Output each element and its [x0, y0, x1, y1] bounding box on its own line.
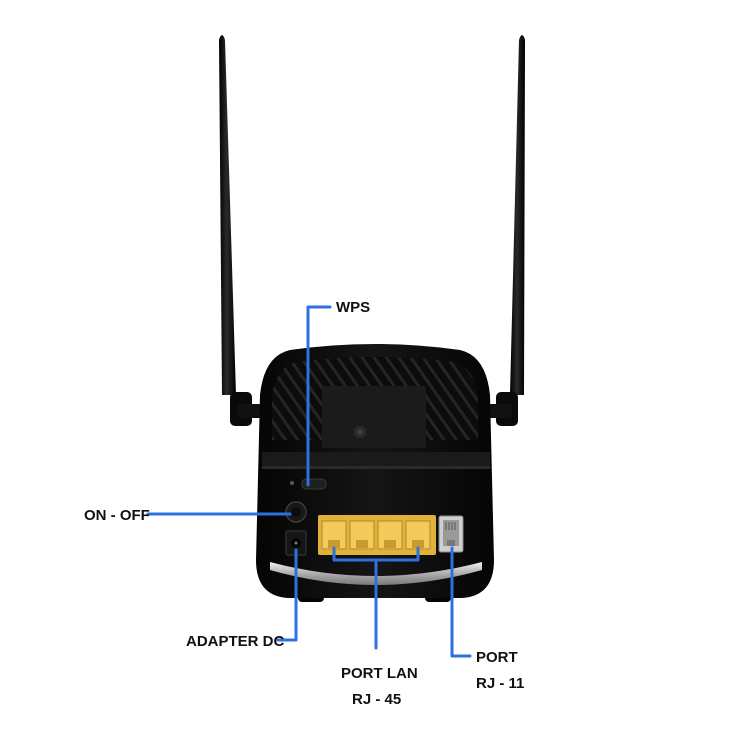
adapter-dc-label: ADAPTER DC [186, 633, 285, 650]
wps-leader-line [306, 305, 332, 487]
wps-label: WPS [336, 299, 371, 316]
leader-lines [146, 305, 472, 658]
lan-port [321, 520, 347, 550]
rj11-port [438, 515, 464, 553]
rj45-label: RJ - 45 [352, 691, 402, 708]
lan-port [405, 520, 431, 550]
lan-port [377, 520, 403, 550]
lan-port [349, 520, 375, 550]
right-antenna [482, 35, 525, 426]
power-switch [285, 501, 307, 523]
port-rj11-label: PORT [476, 649, 518, 666]
lan-ports [318, 515, 436, 555]
rj11-label: RJ - 11 [476, 675, 525, 692]
rj11-leader-line [450, 546, 472, 658]
left-antenna [219, 35, 268, 426]
adapter-dc-leader-line [276, 548, 298, 642]
on-off-label: ON - OFF [84, 507, 150, 524]
dc-jack [285, 530, 307, 556]
port-lan-label: PORT LAN [341, 665, 418, 682]
